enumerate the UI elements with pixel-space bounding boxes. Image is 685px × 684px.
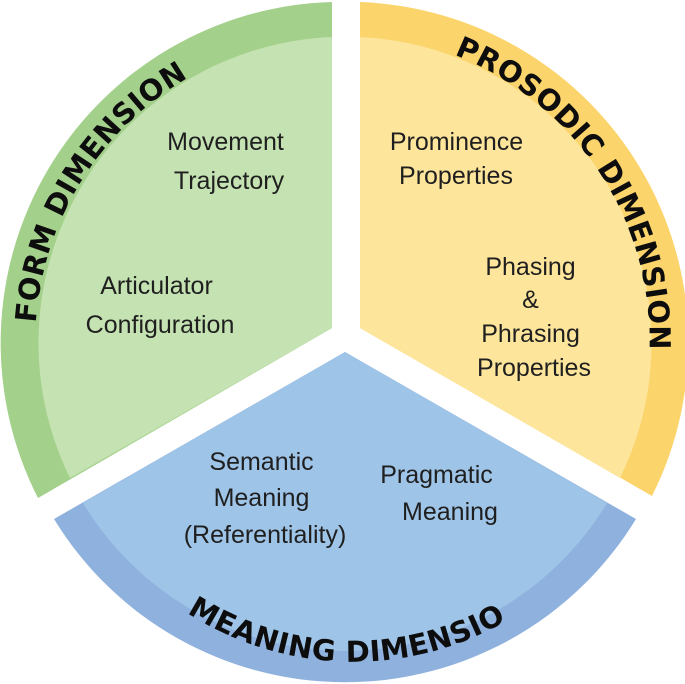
label-line: Trajectory [174,167,285,195]
label-line: (Referentiality) [184,521,347,549]
semantic-meaning-label: Semantic Meaning (Referentiality) [184,448,347,549]
label-line: Meaning [402,498,498,526]
label-line: Prominence [390,128,523,156]
label-line: Articulator [100,272,213,300]
label-line: Semantic [209,448,313,476]
phasing-phrasing-properties-label: Phasing & Phrasing Properties [477,253,591,382]
label-line: & [522,286,539,314]
label-line: Properties [399,162,513,190]
form-inner-fill [38,37,333,478]
prominence-properties-label: Prominence Properties [390,128,530,190]
label-line: Movement [167,128,284,156]
label-line: Phasing [485,253,575,281]
label-line: Meaning [214,484,310,512]
articulator-configuration-label: Articulator Configuration [86,272,235,339]
label-line: Configuration [86,311,235,339]
pragmatic-meaning-label: Pragmatic Meaning [380,461,500,526]
prosodic-segment: PROSODIC DIMENSION Prominence Properties… [360,2,685,496]
label-line: Pragmatic [380,461,493,489]
form-segment: FORM DIMENSION Movement Trajectory Artic… [0,2,333,498]
label-line: Phrasing [481,320,580,348]
movement-trajectory-label: Movement Trajectory [167,128,291,195]
meaning-inner-fill [83,352,607,651]
prosodic-inner-fill [360,37,652,478]
label-line: Properties [477,354,591,382]
